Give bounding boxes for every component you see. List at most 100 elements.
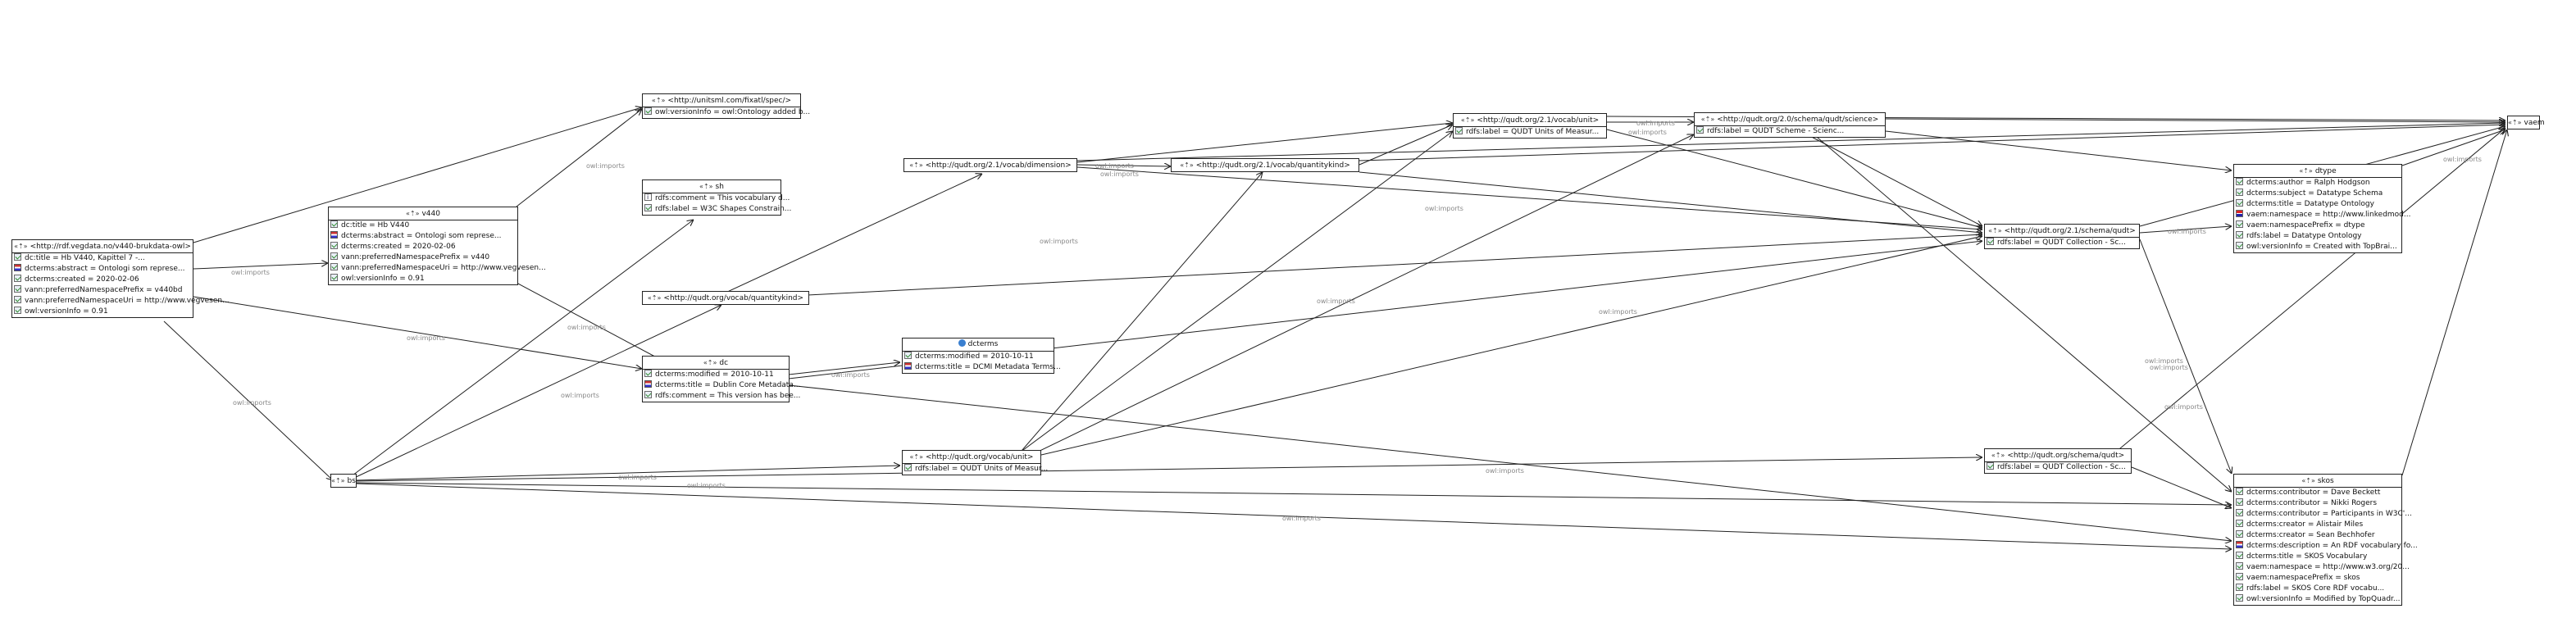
annotation-row: dcterms:created = 2020-02-06 [12, 275, 193, 285]
node-title: «⇡»bs [331, 475, 356, 487]
ontology-node-unit21[interactable]: «⇡»<http://qudt.org/2.1/vocab/unit>rdfs:… [1453, 113, 1607, 139]
ontology-node-bs[interactable]: «⇡»bs [330, 474, 357, 488]
node-title-text: sh [715, 183, 724, 191]
annotation-text: rdfs:label = Datatype Ontology [2246, 232, 2362, 240]
ontology-node-dimension[interactable]: «⇡»<http://qudt.org/2.1/vocab/dimension> [903, 158, 1077, 172]
literal-icon [14, 285, 21, 293]
literal-icon [644, 204, 652, 211]
node-title-text: v440 [421, 210, 440, 218]
literal-icon [644, 391, 652, 398]
edge-dimension-quantitykind21 [1076, 165, 1171, 166]
edge-schemaqudt-skos [2131, 466, 2232, 508]
ontology-node-vaem[interactable]: «⇡»vaem [2507, 116, 2545, 129]
ontology-icon: «⇡» [1991, 452, 2005, 459]
literal-icon [14, 307, 21, 314]
annotation-text: dcterms:title = DCMI Metadata Terms... [915, 363, 1061, 371]
annotation-text: dcterms:subject = Datatype Schema [2246, 189, 2383, 198]
literal-icon [2236, 199, 2243, 207]
ontology-icon: «⇡» [2508, 119, 2522, 126]
edge-quantitykind21-schemaqudt21 [1359, 171, 1982, 233]
edge-bs-skos [355, 482, 2232, 505]
edge-v440-units [516, 109, 642, 207]
literal-icon [330, 220, 338, 228]
ontology-node-quantitykind[interactable]: «⇡»<http://qudt.org/vocab/quantitykind> [642, 291, 809, 305]
annotation-row: dcterms:title = Dublin Core Metadata... [643, 380, 800, 391]
ontology-node-schemaqudt[interactable]: «⇡»<http://qudt.org/schema/qudt>rdfs:lab… [1984, 448, 2132, 474]
literal-icon [904, 352, 912, 359]
ontology-node-units[interactable]: «⇡»<http://unitsml.com/fixatl/spec/>owl:… [642, 93, 810, 119]
node-title: «⇡»<http://qudt.org/2.1/vocab/dimension> [904, 159, 1076, 171]
node-title-text: <http://qudt.org/2.1/schema/qudt> [2004, 227, 2136, 235]
ontology-node-vocabunit[interactable]: «⇡»<http://qudt.org/vocab/unit>rdfs:labe… [902, 450, 1048, 475]
flag-icon [904, 362, 912, 370]
edge-dtype-vaem [2401, 129, 2505, 166]
edge-unit21-schemaqudt21 [1606, 129, 1982, 228]
literal-icon [14, 275, 21, 282]
annotation-row: dcterms:title = DCMI Metadata Terms... [903, 362, 1061, 373]
node-title: «⇡»<http://qudt.org/2.0/schema/qudt/scie… [1695, 113, 1885, 126]
annotation-row: dcterms:title = Datatype Ontology [2234, 199, 2401, 210]
annotation-row: dcterms:contributor = Nikki Rogers [2234, 498, 2401, 509]
edge-v440-dc [516, 282, 664, 361]
node-title: «⇡»vaem [2508, 116, 2545, 129]
annotation-row: vaem:namespacePrefix = dtype [2234, 220, 2401, 231]
literal-icon [2236, 562, 2243, 570]
annotation-text: rdfs:label = QUDT Collection - Sc... [1997, 239, 2126, 247]
edge-schemaqudt-vaem [2114, 128, 2505, 453]
literal-icon [2236, 552, 2243, 559]
annotation-row: dcterms:author = Ralph Hodgson [2234, 178, 2401, 189]
annotation-text: dcterms:abstract = Ontologi som represe.… [25, 265, 185, 273]
annotation-text: dcterms:creator = Alistair Miles [2246, 520, 2364, 529]
ontology-icon: «⇡» [14, 243, 28, 250]
ontology-node-bruksdata[interactable]: «⇡»<http://rdf.vegdata.no/v440-brukdata-… [11, 239, 230, 318]
literal-icon [2236, 520, 2243, 527]
ontology-node-sh[interactable]: «⇡»shrdfs:comment = This vocabulary d...… [642, 179, 791, 216]
annotation-row: vann:preferredNamespacePrefix = v440bd [12, 285, 193, 296]
globe-icon [958, 339, 966, 347]
annotation-row: dc:title = Hb V440 [329, 220, 517, 231]
literal-icon [2236, 488, 2243, 495]
annotation-row: owl:versionInfo = 0.91 [329, 274, 517, 284]
annotation-text: dc:title = Hb V440, Kapittel 7 -... [25, 254, 145, 262]
ontology-icon: «⇡» [647, 294, 662, 302]
node-title-text: <http://qudt.org/vocab/quantitykind> [663, 294, 804, 302]
annotation-row: dcterms:abstract = Ontologi som represe.… [329, 231, 517, 242]
annotation-text: rdfs:label = QUDT Scheme - Scienc... [1707, 127, 1845, 135]
literal-icon [2236, 231, 2243, 239]
literal-icon [2236, 220, 2243, 228]
literal-icon [1987, 238, 1994, 245]
annotation-text: dcterms:created = 2020-02-06 [341, 243, 456, 251]
node-title-text: <http://unitsml.com/fixatl/spec/> [667, 97, 792, 105]
edge-vocabunit-schemaqudt21 [1040, 236, 1982, 456]
literal-icon [1696, 126, 1704, 134]
annotation-row: rdfs:comment = This version has bee... [643, 391, 800, 402]
node-title: «⇡»dtype [2234, 165, 2401, 178]
ontology-node-quantitykind21[interactable]: «⇡»<http://qudt.org/2.1/vocab/quantityki… [1171, 158, 1359, 172]
ontology-icon: «⇡» [703, 359, 717, 366]
ontology-node-science[interactable]: «⇡»<http://qudt.org/2.0/schema/qudt/scie… [1694, 112, 1886, 138]
literal-icon [14, 296, 21, 303]
annotation-row: dcterms:modified = 2010-10-11 [643, 370, 789, 380]
literal-icon [644, 107, 652, 115]
literal-icon [2236, 573, 2243, 580]
edge-bs-quantitykind [352, 305, 721, 479]
annotation-text: owl:versionInfo = 0.91 [25, 307, 108, 316]
annotation-row: vaem:namespacePrefix = skos [2234, 573, 2401, 584]
edge-dc-skos [788, 384, 2232, 541]
annotation-row: dcterms:abstract = Ontologi som represe.… [12, 264, 193, 275]
annotation-text: dcterms:description = An RDF vocabulary … [2246, 542, 2418, 550]
annotation-text: dcterms:title = Dublin Core Metadata... [655, 381, 801, 389]
ontology-icon: «⇡» [1700, 116, 1715, 123]
annotation-text: dcterms:abstract = Ontologi som represe.… [341, 232, 502, 240]
edge-bs-vocabunit [355, 466, 900, 481]
edge-dimension-vaem [1076, 123, 2505, 161]
ontology-node-schemaqudt21[interactable]: «⇡»<http://qudt.org/2.1/schema/qudt>rdfs… [1984, 224, 2140, 249]
node-title-text: <http://qudt.org/2.1/vocab/quantitykind> [1195, 161, 1350, 170]
ontology-icon: «⇡» [2301, 477, 2315, 484]
annotation-text: rdfs:comment = This vocabulary d... [655, 194, 790, 202]
